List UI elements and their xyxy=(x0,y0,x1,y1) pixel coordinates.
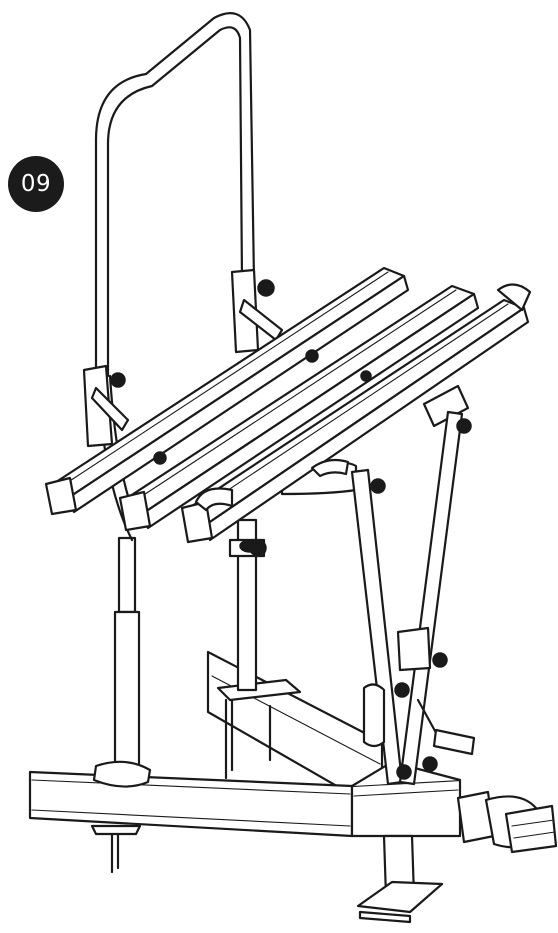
wheel-holder-hoops xyxy=(194,458,350,512)
pole-clamps xyxy=(82,268,284,448)
wheel-rail-3 xyxy=(180,283,532,544)
step-number-badge: 09 xyxy=(8,156,64,212)
support-leg xyxy=(356,834,444,924)
wheel-rail-1 xyxy=(44,266,410,516)
wheel-rail-2 xyxy=(118,284,480,532)
base-beam xyxy=(28,760,462,838)
a-frame-struts xyxy=(350,410,472,786)
tow-coupling xyxy=(456,790,558,854)
star-knobs xyxy=(249,539,267,557)
left-clamp-bolts xyxy=(90,678,302,874)
winch-crank xyxy=(362,626,476,756)
left-upright-pole xyxy=(92,536,152,788)
